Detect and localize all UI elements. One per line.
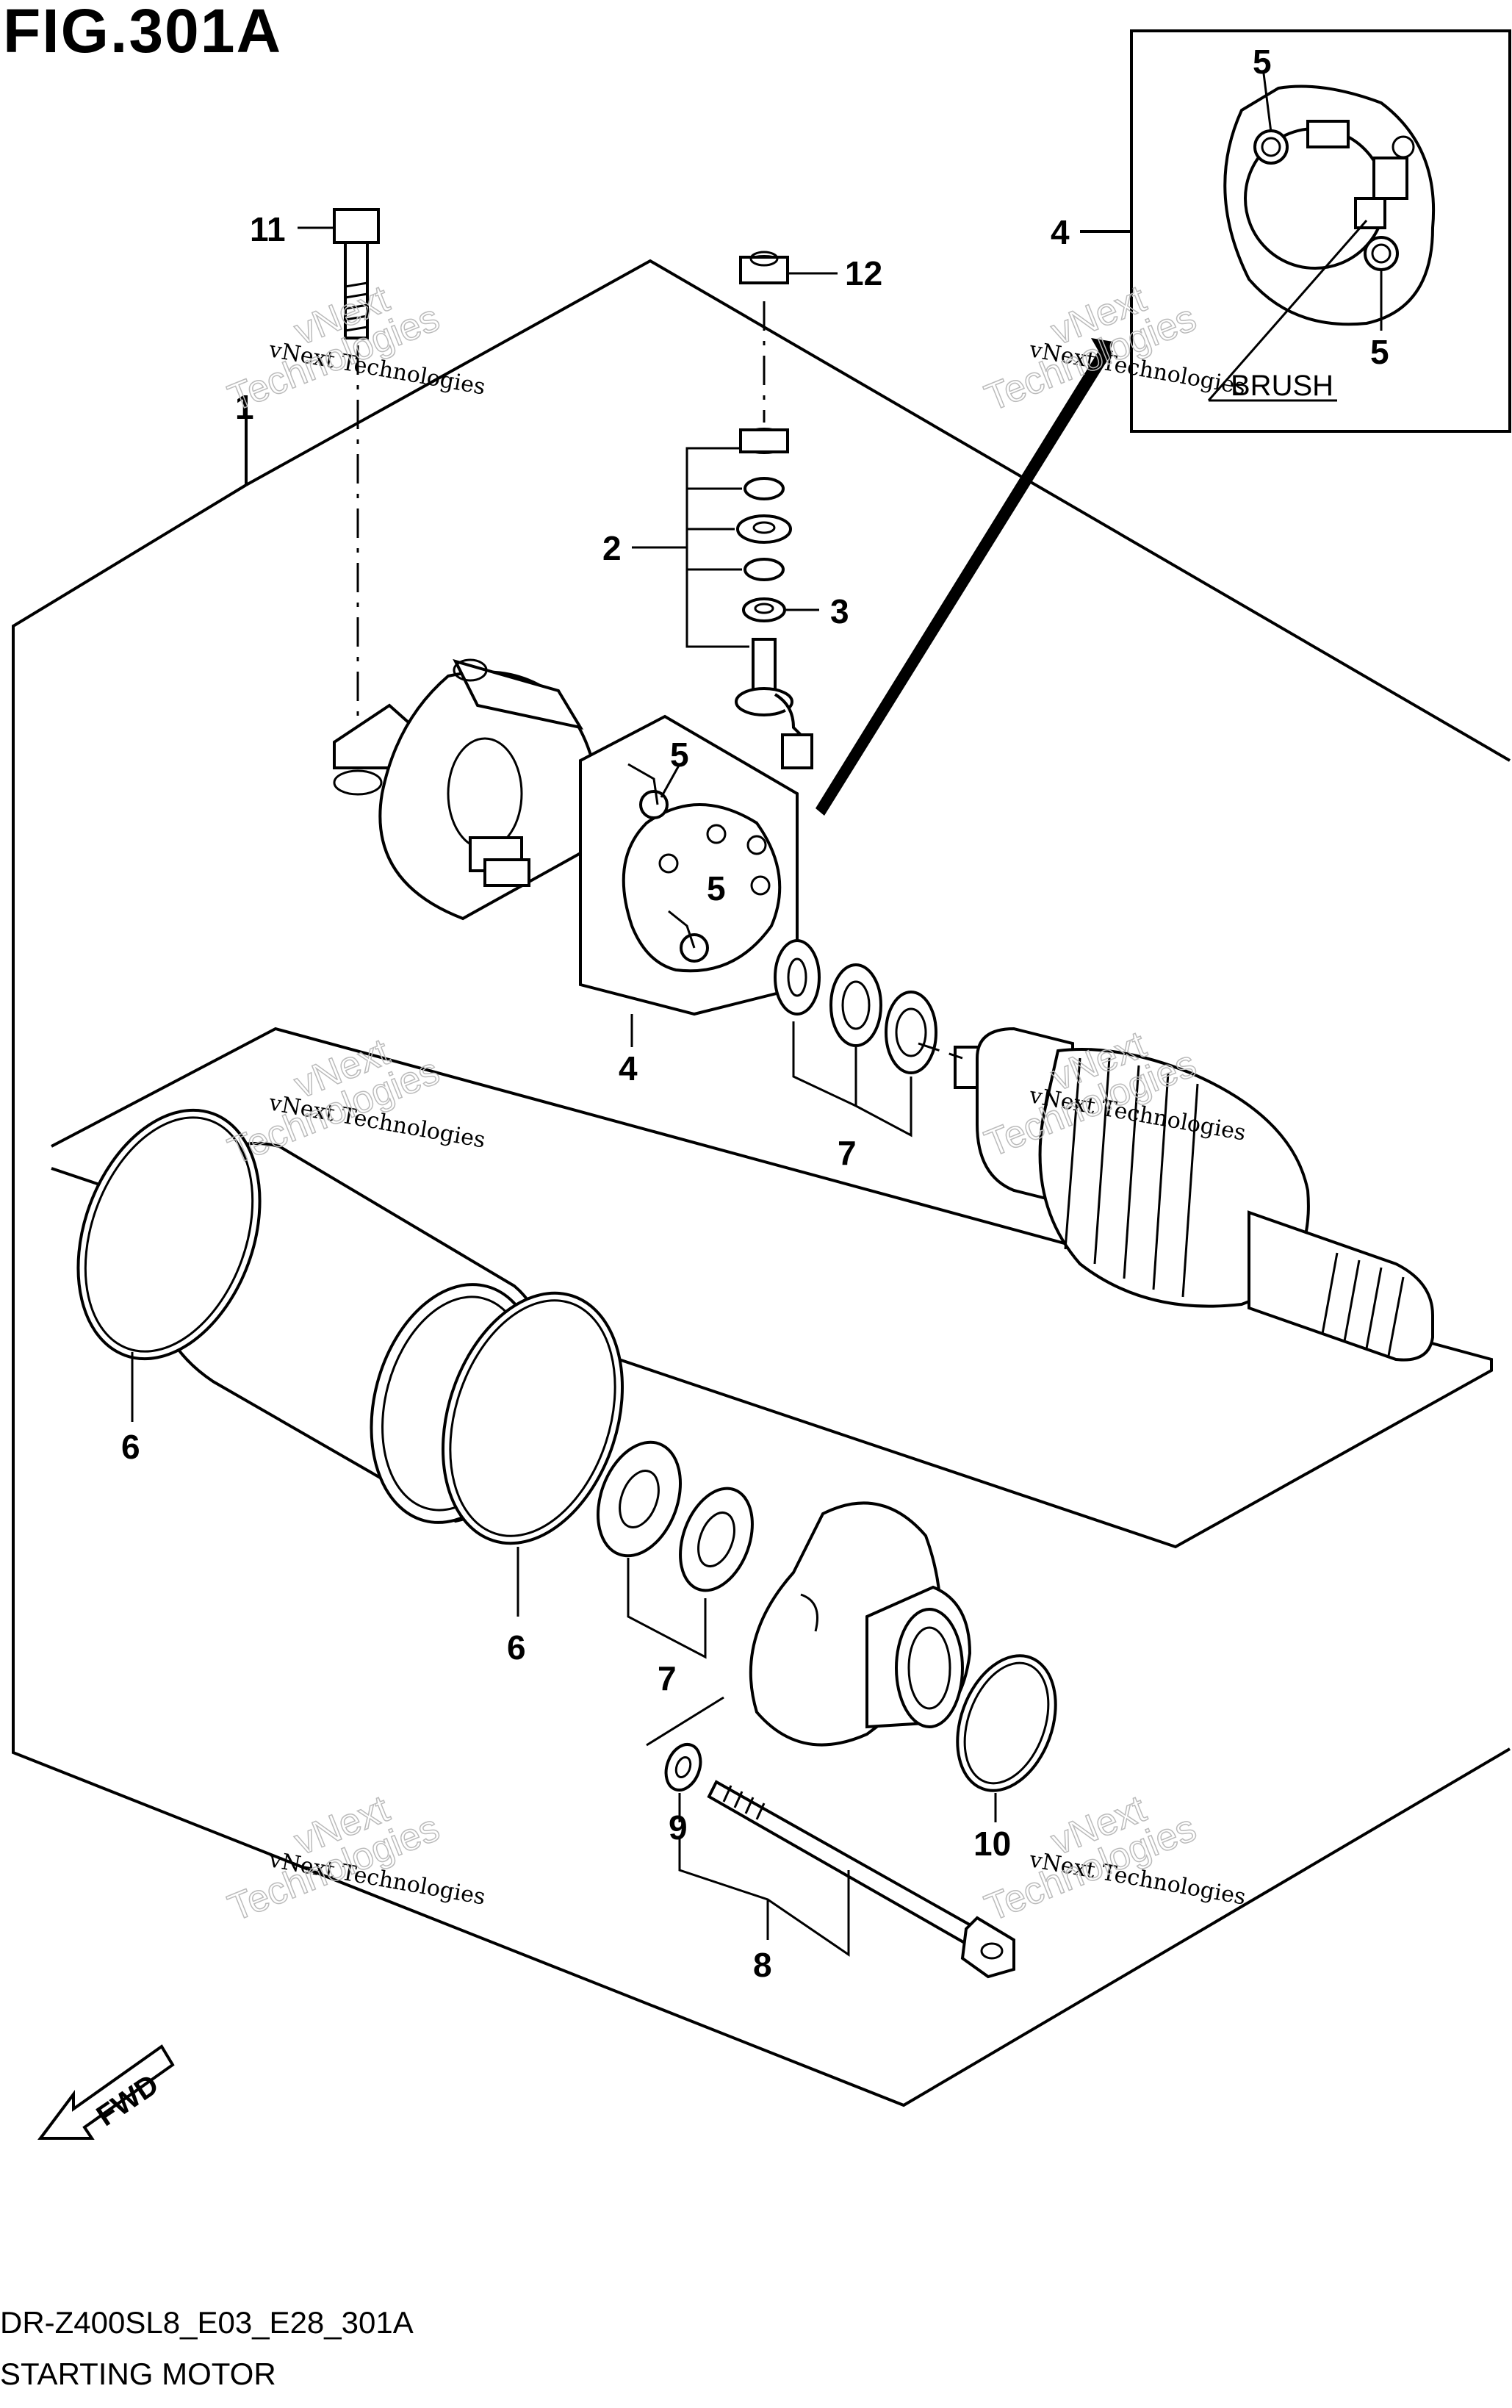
callout-2: 2 [602, 529, 622, 567]
fwd-arrow-icon: FWD [37, 2044, 175, 2140]
washer-9-guide [646, 1696, 724, 1747]
o-ring-6-left [76, 1108, 262, 1361]
assembly-outline-left [12, 484, 1511, 2107]
callout-5-inset-top: 5 [1253, 43, 1272, 81]
brush-label: BRUSH [1231, 370, 1333, 402]
nut-12 [739, 251, 789, 284]
watermark-mid-left: vNext Technologies vNext Technologies [222, 1030, 487, 1174]
watermark-top-right: vNext Technologies vNext Technologies [979, 277, 1248, 420]
yoke-outline [51, 1027, 1493, 1549]
callout-4-main: 4 [619, 1049, 638, 1088]
washer-9 [664, 1743, 702, 1791]
long-bolt-8 [707, 1780, 1015, 1979]
washer-set-7-upper [774, 939, 937, 1074]
callout-5-inset-bottom: 5 [1370, 333, 1389, 371]
terminal-stack-2 [736, 428, 792, 622]
callout-5-plate-top-leader [660, 763, 681, 798]
callout-5-inset-top-leader [1262, 73, 1272, 133]
through-bolt-11 [333, 208, 380, 339]
brush-plate-4 [579, 714, 799, 1016]
callout-4-inset: 4 [1051, 213, 1070, 251]
shaft-centerline [918, 1042, 963, 1060]
figure-title: FIG.301A [3, 0, 283, 65]
callout-2-bracket [685, 447, 749, 648]
callout-5-plate-top: 5 [670, 736, 689, 774]
callout-7-lower: 7 [658, 1659, 677, 1697]
assembly-outline [245, 259, 1511, 762]
callout-3: 3 [830, 592, 849, 630]
armature [954, 1027, 1434, 1362]
callout-1: 1 [235, 388, 254, 426]
callout-9: 9 [669, 1808, 688, 1847]
inset-brush-plate [1223, 85, 1436, 326]
terminal-bolt [735, 638, 813, 769]
front-housing [749, 1501, 972, 1747]
model-code: DR-Z400SL8_E03_E28_301A [0, 2305, 414, 2340]
callout-10: 10 [973, 1825, 1011, 1863]
o-ring-10 [956, 1654, 1057, 1792]
callout-11: 11 [250, 210, 286, 248]
watermark-bottom-right: vNext Technologies vNext Technologies [979, 1787, 1248, 1930]
callout-12: 12 [845, 254, 882, 292]
rear-end-cover [333, 658, 600, 921]
watermark-top-left: vNext Technologies vNext Technologies [222, 277, 487, 420]
callout-7-upper: 7 [838, 1134, 857, 1172]
o-ring-6-mid [441, 1291, 624, 1545]
brush-pointer-line [1207, 220, 1368, 401]
callout-8: 8 [753, 1946, 772, 1984]
callout-6-left: 6 [121, 1428, 140, 1466]
section-title: STARTING MOTOR [0, 2357, 276, 2391]
callout-6-mid: 6 [507, 1628, 526, 1667]
watermark-bottom-left: vNext Technologies vNext Technologies [222, 1787, 487, 1930]
callout-7-lower-bracket [627, 1558, 707, 1659]
washer-set-7-lower [596, 1440, 754, 1592]
detail-arrow [816, 345, 1113, 816]
callout-5-plate-mid: 5 [707, 869, 726, 908]
